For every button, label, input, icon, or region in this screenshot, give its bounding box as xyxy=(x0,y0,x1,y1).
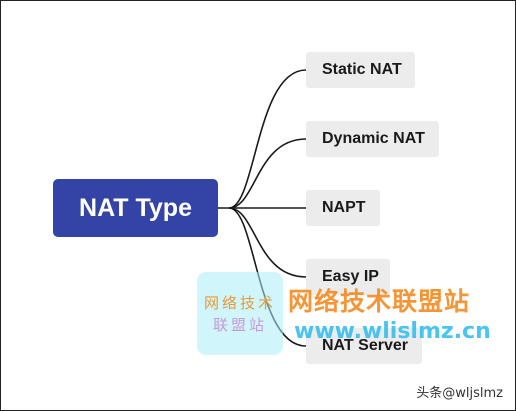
watermark-badge-line2: 联盟站 xyxy=(212,315,267,334)
watermark-title: 网络技术联盟站 xyxy=(288,287,471,316)
author-credit: 头条@wljslmz xyxy=(416,386,503,401)
child-node-label: Static NAT xyxy=(322,61,402,78)
child-node-static-nat: Static NAT xyxy=(306,52,415,88)
watermark-badge-line1: 网络技术 xyxy=(203,293,276,312)
connector-easy-ip xyxy=(228,207,307,278)
connector-dynamic-nat xyxy=(228,138,307,209)
child-node-nat-server: NAT Server xyxy=(306,328,422,364)
child-node-label: Easy IP xyxy=(322,268,379,285)
child-node-easy-ip: Easy IP xyxy=(306,259,390,295)
watermark-badge: 网络技术 联盟站 xyxy=(197,272,283,355)
child-node-label: NAT Server xyxy=(322,337,408,354)
child-node-dynamic-nat: Dynamic NAT xyxy=(306,121,439,157)
child-node-napt: NAPT xyxy=(306,190,380,226)
root-node-label: NAT Type xyxy=(79,193,192,222)
connector-static-nat xyxy=(228,69,307,209)
watermark-url: www.wlislmz.cn xyxy=(294,319,491,344)
child-node-label: NAPT xyxy=(322,199,366,216)
child-node-label: Dynamic NAT xyxy=(322,130,425,147)
root-node: NAT Type xyxy=(53,179,218,237)
